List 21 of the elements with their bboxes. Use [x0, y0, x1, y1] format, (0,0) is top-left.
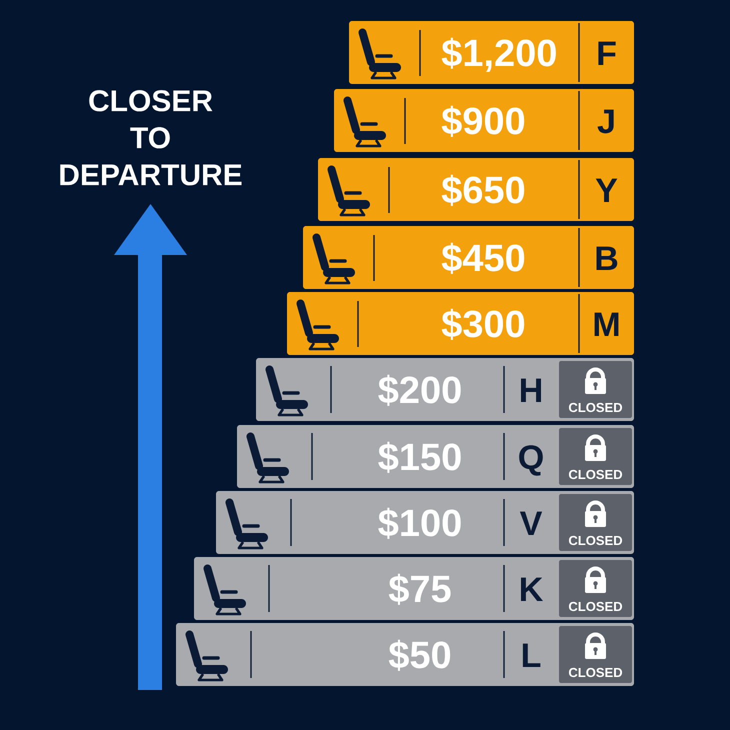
fare-class: F [598, 42, 616, 65]
fare-class: L [522, 644, 540, 667]
fare-class: V [520, 512, 542, 535]
price: $150 [378, 442, 461, 473]
fare-class: K [521, 578, 543, 601]
price: $650 [442, 174, 524, 206]
price: $450 [442, 242, 524, 274]
fare-class: Q [519, 445, 543, 476]
price: $300 [442, 308, 524, 340]
price: $100 [378, 508, 461, 539]
fare-class: M [594, 312, 618, 336]
price: $200 [378, 374, 461, 406]
fare-class: H [521, 378, 541, 402]
price: $75 [388, 574, 451, 605]
fare-class: B [596, 246, 618, 270]
price: $1,200 [442, 38, 556, 72]
direction-label: CLOSER TO DEPARTURE [60, 90, 242, 186]
fare-class: Y [596, 178, 618, 202]
fare-class: J [598, 110, 614, 134]
price: $900 [442, 106, 524, 137]
price: $50 [388, 640, 450, 671]
